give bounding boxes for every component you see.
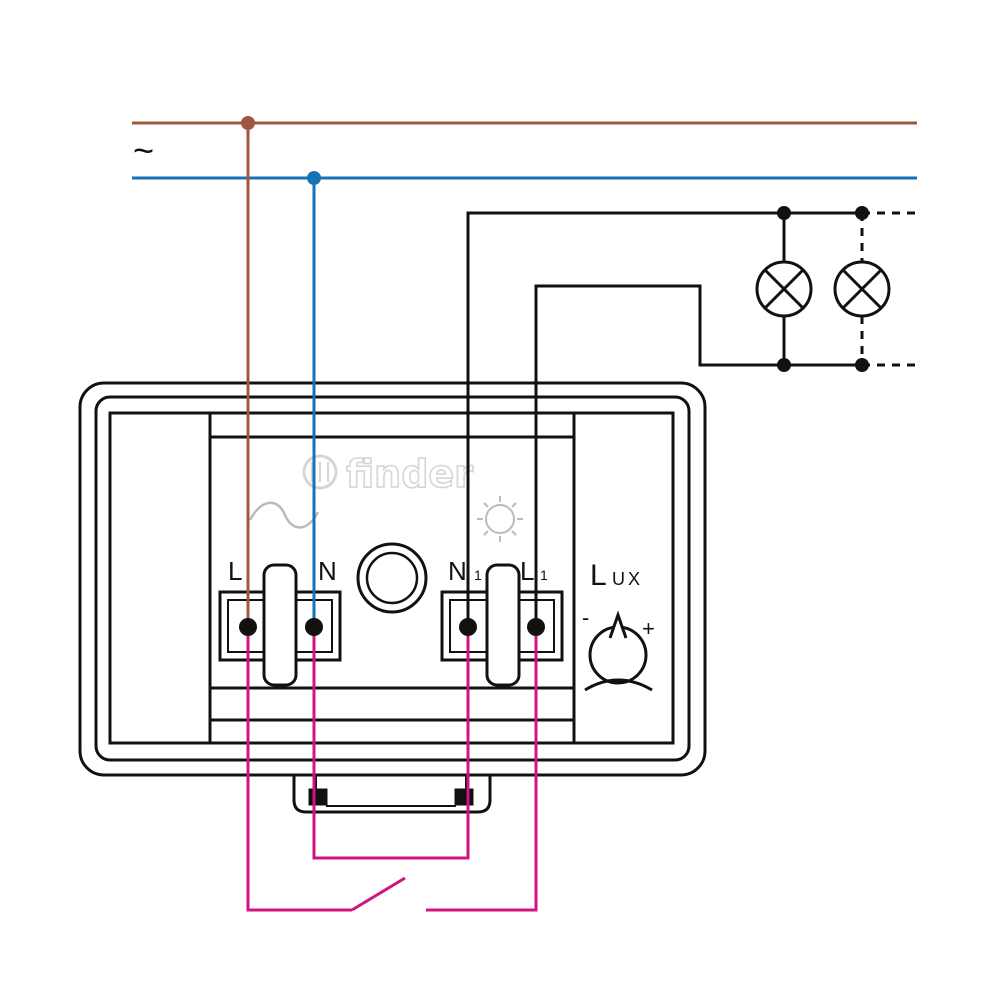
terminal-label-n1-sub: 1 — [474, 567, 482, 583]
terminal-screw-l — [239, 618, 257, 636]
terminal-screw-n — [305, 618, 323, 636]
lux-label-sub: UX — [612, 569, 643, 589]
lux-plus-label: + — [642, 616, 655, 641]
load-junctions — [777, 206, 869, 372]
neutral-junction — [307, 171, 321, 185]
lux-adjust-knob-icon[interactable] — [584, 610, 653, 692]
light-sensor-icon — [356, 542, 428, 614]
terminal-block-left — [218, 563, 342, 687]
switch-contact-icon — [351, 876, 406, 912]
brand-name: finder — [346, 452, 473, 496]
device-housing — [78, 381, 707, 814]
terminal-screw-n1 — [459, 618, 477, 636]
terminal-label-l1: L — [520, 556, 534, 586]
terminal-block-right — [440, 563, 564, 687]
terminal-label-l1-sub: 1 — [540, 567, 548, 583]
ac-wave-icon — [248, 501, 320, 529]
lamp-icon — [755, 260, 813, 318]
load-wires — [466, 211, 915, 627]
sun-icon — [477, 496, 523, 542]
control-wires — [246, 627, 538, 912]
terminal-screw-l1 — [527, 618, 545, 636]
brand-logo: finder — [302, 451, 474, 497]
lamp-icon — [833, 260, 891, 318]
terminal-screws — [239, 618, 545, 636]
ac-symbol: ~ — [133, 130, 154, 171]
terminal-label-n: N — [318, 556, 337, 586]
supply-lines — [132, 121, 917, 180]
lux-label: L — [590, 559, 607, 592]
lux-minus-label: - — [582, 605, 589, 630]
live-junction — [241, 116, 255, 130]
brand-logo-icon — [302, 454, 338, 490]
terminal-label-l: L — [228, 556, 242, 586]
terminal-label-n1: N — [448, 556, 467, 586]
